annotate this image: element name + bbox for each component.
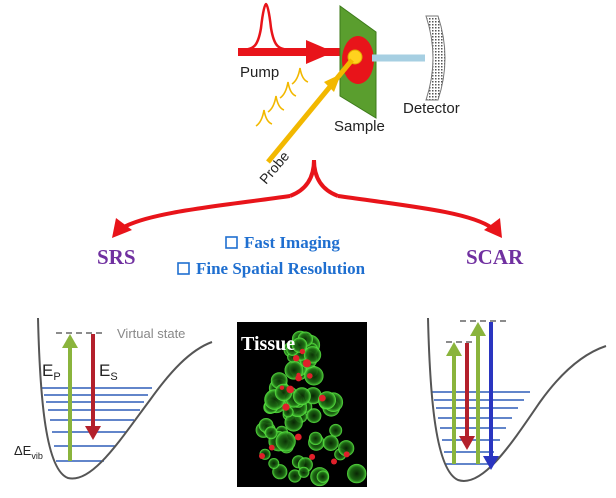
srs-virtual-state-label: Virtual state [117, 326, 185, 341]
tissue-red-marker [259, 453, 265, 459]
tissue-red-marker [279, 385, 285, 390]
tissue-red-marker [318, 394, 326, 402]
srs-ep-label: EP [42, 361, 61, 383]
tissue-cell [264, 426, 278, 440]
tissue-cell [308, 431, 323, 446]
method-scar: SCAR [466, 245, 524, 269]
feature-fine-resolution: Fine Spatial Resolution [196, 259, 366, 278]
srs-stokes-arrowhead [85, 426, 101, 440]
feature-fast-imaging: Fast Imaging [244, 233, 340, 252]
branch-stem-right [312, 159, 339, 198]
tissue-red-marker [302, 359, 311, 368]
tissue-cell [322, 435, 339, 452]
tissue-cell [347, 463, 367, 484]
tissue-cell [275, 431, 296, 452]
scar-energy-diagram [427, 317, 607, 482]
arrow-to-scar [337, 194, 494, 230]
tissue-red-marker [331, 458, 337, 465]
tissue-red-marker [282, 403, 290, 411]
checkbox-square-icon [225, 236, 238, 249]
srs-potential-curve [37, 317, 213, 480]
tissue-cell [306, 408, 322, 424]
checkbox-square-icon [177, 262, 190, 275]
tissue-red-marker [299, 348, 306, 355]
branch-arrows [112, 159, 502, 238]
arrow-to-srs [121, 194, 291, 230]
scar-stokes-arrowhead [459, 436, 475, 450]
method-srs: SRS [97, 245, 136, 269]
tissue-red-marker [293, 355, 300, 362]
tissue-red-marker [307, 373, 313, 379]
tissue-cell [268, 457, 280, 469]
tissue-red-marker [343, 451, 350, 458]
tissue-red-marker [295, 374, 302, 382]
srs-es-label: ES [99, 361, 118, 383]
scar-vibrational-levels [432, 391, 530, 465]
pump-label: Pump [240, 64, 279, 81]
probe-beam-arrowhead [324, 74, 341, 92]
tissue-red-marker [294, 433, 302, 441]
tissue-red-marker [296, 372, 301, 377]
pump-beam-arrowhead [306, 40, 334, 64]
tissue-image: Tissue [237, 322, 367, 487]
probe-pulse-train-icon [255, 67, 309, 127]
tissue-cell [303, 346, 322, 364]
tissue-cell [316, 470, 330, 483]
srs-delta-e-label: ΔEvib [14, 443, 43, 461]
srs-energy-diagram: Virtual state EP ES ΔEvib [14, 317, 213, 480]
scar-probe-arrowhead [483, 456, 499, 470]
probe-label: Probe [256, 148, 292, 187]
setup-schematic: Pump Detector Probe Sample [238, 2, 460, 187]
detector-label: Detector [403, 100, 460, 117]
branch-stem [289, 159, 316, 198]
detector-icon [425, 15, 446, 101]
pump-pulse-icon [239, 2, 293, 52]
tissue-red-marker [268, 444, 275, 451]
tissue-label: Tissue [241, 333, 295, 355]
srs-vibrational-levels [42, 387, 152, 462]
tissue-red-marker [286, 385, 295, 394]
arrow-to-scar-head [484, 218, 502, 238]
tissue-cell [298, 466, 310, 478]
tissue-cell [291, 337, 308, 353]
scar-pump-arrowhead-1 [446, 342, 462, 356]
srs-pump-arrowhead [62, 334, 78, 348]
scar-potential-curve [427, 317, 607, 482]
tissue-red-marker [309, 453, 316, 460]
tissue-cells [255, 330, 367, 487]
tissue-cell [292, 387, 311, 406]
feature-list: Fast Imaging Fine Spatial Resolution [177, 233, 366, 278]
tissue-cell [329, 423, 343, 437]
sample-label: Sample [334, 118, 385, 135]
arrow-to-srs-head [112, 218, 132, 238]
scar-pump-arrowhead-2 [470, 322, 486, 336]
